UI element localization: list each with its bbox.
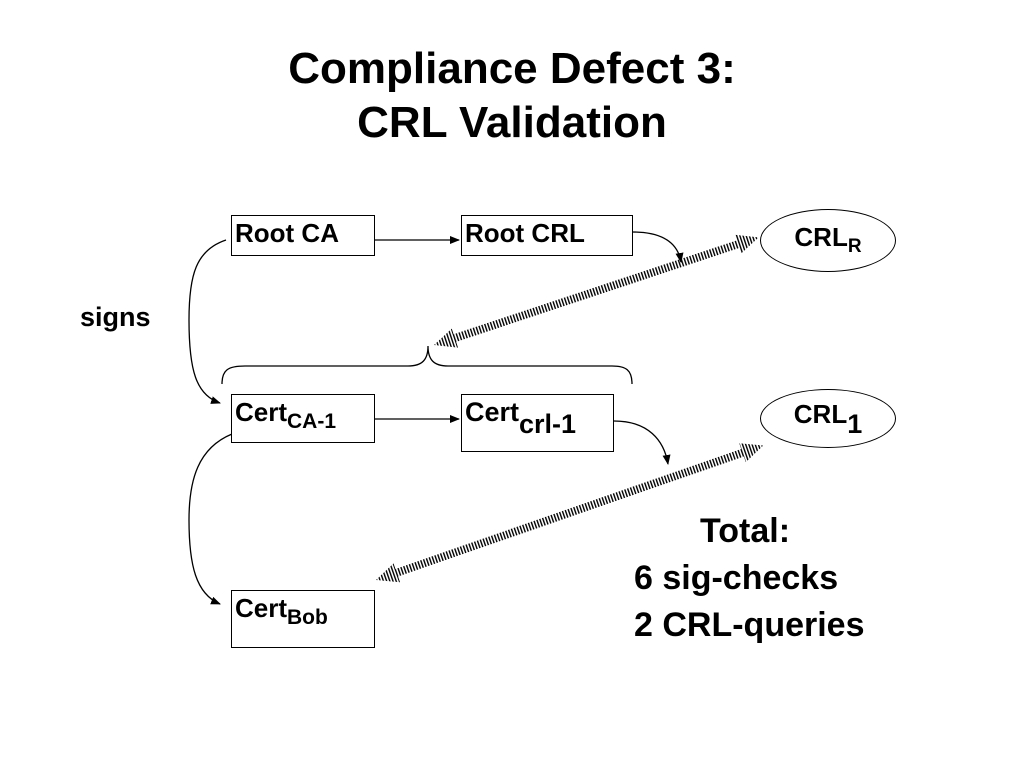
page-title: Compliance Defect 3: CRL Validation <box>0 42 1024 150</box>
total-crl-queries: 2 CRL-queries <box>634 606 865 644</box>
cert-ca1-box: CertCA-1 <box>231 394 375 443</box>
crl-1-base: CRL <box>793 399 848 429</box>
arrow-signs-root-to-ca1 <box>188 239 227 404</box>
signs-label: signs <box>80 302 151 332</box>
crl-1-ellipse: CRL1 <box>760 389 896 448</box>
brace-group <box>221 345 633 385</box>
root-crl-label: Root CRL <box>465 218 585 248</box>
cert-crl1-sub: crl-1 <box>519 409 577 439</box>
hatched-arrow-crl1 <box>376 443 764 583</box>
root-crl-box: Root CRL <box>461 215 633 256</box>
root-ca-label: Root CA <box>235 218 339 248</box>
cert-bob-base: Cert <box>235 593 288 623</box>
arrow-certcrl1-curve <box>613 420 671 465</box>
hatched-arrow-crlr <box>434 234 759 348</box>
root-ca-box: Root CA <box>231 215 375 256</box>
crl-r-sub: R <box>847 236 862 257</box>
arrow-signs-ca1-to-bob <box>188 433 233 605</box>
cert-ca1-base: Cert <box>235 397 288 427</box>
cert-bob-sub: Bob <box>287 606 328 629</box>
cert-crl1-base: Cert <box>465 397 520 427</box>
title-line-1: Compliance Defect 3: <box>288 44 736 93</box>
cert-ca1-sub: CA-1 <box>287 410 337 433</box>
total-summary: Total: 6 sig-checks 2 CRL-queries <box>634 508 865 649</box>
total-sig-checks: 6 sig-checks <box>634 559 839 597</box>
cert-crl1-box: Certcrl-1 <box>461 394 614 452</box>
title-line-2: CRL Validation <box>357 98 667 147</box>
crl-r-ellipse: CRLR <box>760 209 896 272</box>
crl-1-sub: 1 <box>847 409 863 439</box>
total-heading: Total: <box>700 512 791 550</box>
arrow-rootcrl-curve <box>631 231 684 263</box>
crl-r-base: CRL <box>794 222 848 252</box>
cert-bob-box: CertBob <box>231 590 375 648</box>
